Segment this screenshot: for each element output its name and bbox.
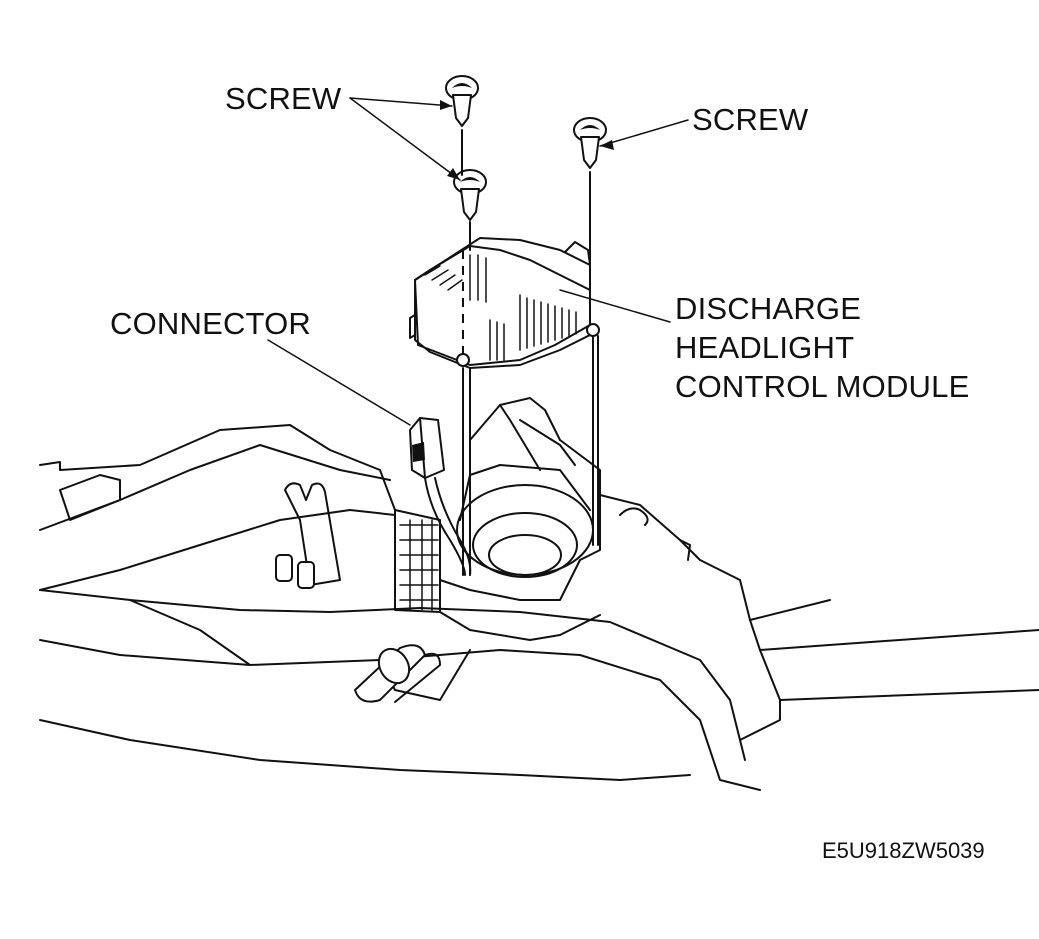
screw-right-label: SCREW [692,102,809,137]
module-label-line1: DISCHARGE [675,291,862,326]
control-module-icon [409,237,600,369]
leader-lines [267,97,689,576]
screw-icon [445,75,607,221]
module-label-line2: HEADLIGHT [675,330,855,365]
module-label-line3: CONTROL MODULE [675,369,970,404]
screw-left-label: SCREW [225,81,342,116]
headlamp-housing-icon [39,397,1039,791]
connector-label: CONNECTOR [110,306,312,341]
figure-code: E5U918ZW5039 [822,838,985,863]
